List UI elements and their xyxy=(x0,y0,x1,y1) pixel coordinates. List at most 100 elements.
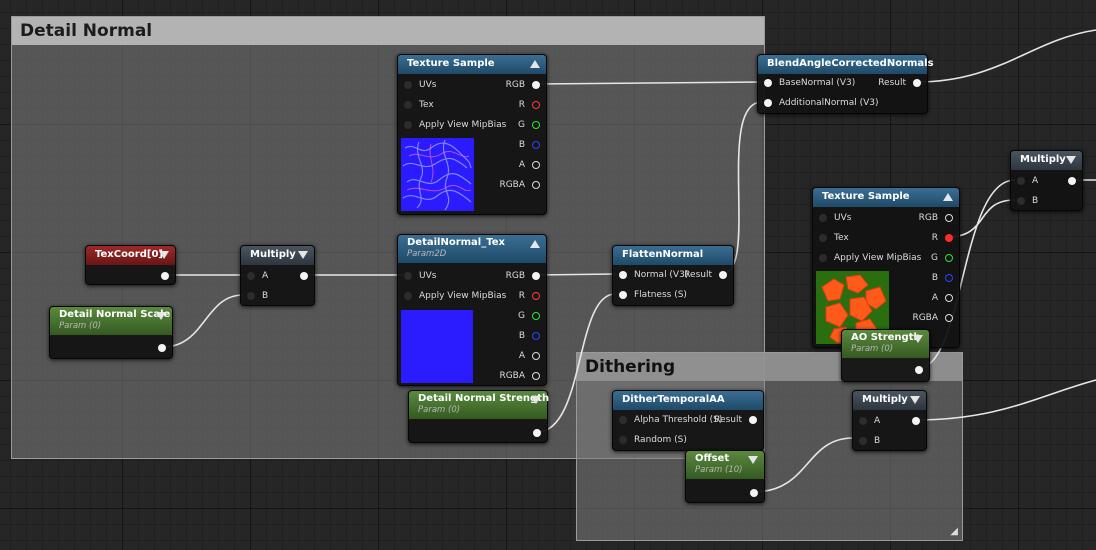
pin-icon[interactable] xyxy=(859,417,867,425)
output-pin-a[interactable]: A xyxy=(519,155,546,175)
pin-icon[interactable] xyxy=(247,292,255,300)
output-pin-b[interactable]: B xyxy=(519,326,546,346)
pin-icon[interactable] xyxy=(404,101,412,109)
multiply-node[interactable]: Multiply A B xyxy=(1010,150,1083,211)
pin-icon[interactable] xyxy=(1017,197,1025,205)
comment-detail-normal[interactable]: Detail Normal xyxy=(11,16,765,459)
pin-icon[interactable] xyxy=(764,79,772,87)
input-pin-uvs[interactable]: UVs xyxy=(398,75,436,95)
texture-sample-node[interactable]: Texture Sample UVs Tex Apply View MipBia… xyxy=(812,187,960,348)
output-pin-r[interactable]: R xyxy=(932,228,959,248)
triangle-down-icon[interactable] xyxy=(748,456,758,464)
triangle-down-icon[interactable] xyxy=(159,251,169,259)
output-pin[interactable] xyxy=(526,423,547,443)
input-pin-base-normal[interactable]: BaseNormal (V3) xyxy=(758,73,855,93)
pin-icon[interactable] xyxy=(913,79,921,87)
flatten-normal-node[interactable]: FlattenNormal Normal (V3) Flatness (S) R… xyxy=(612,245,734,306)
triangle-up-icon[interactable] xyxy=(530,60,540,68)
pin-icon[interactable] xyxy=(1017,177,1025,185)
pin-icon[interactable] xyxy=(532,161,540,169)
node-header[interactable]: Multiply xyxy=(853,391,926,410)
input-pin-alpha-threshold[interactable]: Alpha Threshold (S) xyxy=(613,410,722,430)
output-pin[interactable] xyxy=(905,411,926,431)
comment-title[interactable]: Detail Normal xyxy=(12,17,764,45)
pin-icon[interactable] xyxy=(532,272,540,280)
triangle-down-icon[interactable] xyxy=(298,251,308,259)
pin-icon[interactable] xyxy=(619,291,627,299)
multiply-node[interactable]: Multiply A B xyxy=(852,390,927,451)
triangle-down-icon[interactable] xyxy=(1066,156,1076,164)
node-header[interactable]: FlattenNormal xyxy=(613,246,733,265)
input-pin-tex[interactable]: Tex xyxy=(813,228,849,248)
pin-icon[interactable] xyxy=(532,332,540,340)
output-pin-rgba[interactable]: RGBA xyxy=(912,308,959,328)
output-pin-result[interactable]: Result xyxy=(878,73,927,93)
pin-icon[interactable] xyxy=(945,254,953,262)
output-pin-b[interactable]: B xyxy=(519,135,546,155)
output-pin-rgb[interactable]: RGB xyxy=(919,208,959,228)
pin-icon[interactable] xyxy=(300,272,308,280)
input-pin-mipbias[interactable]: Apply View MipBias xyxy=(813,248,921,268)
multiply-node[interactable]: Multiply A B xyxy=(240,245,315,306)
pin-icon[interactable] xyxy=(404,121,412,129)
pin-icon[interactable] xyxy=(750,489,758,497)
output-pin-a[interactable]: A xyxy=(932,288,959,308)
output-pin-g[interactable]: G xyxy=(518,115,546,135)
node-header[interactable]: Multiply xyxy=(1011,151,1082,170)
triangle-down-icon[interactable] xyxy=(913,335,923,343)
output-pin[interactable] xyxy=(154,266,175,286)
pin-icon[interactable] xyxy=(532,372,540,380)
pin-icon[interactable] xyxy=(532,101,540,109)
input-pin-mipbias[interactable]: Apply View MipBias xyxy=(398,286,506,306)
node-header[interactable]: AO Strength Param (0) xyxy=(842,330,929,358)
pin-icon[interactable] xyxy=(819,234,827,242)
pin-icon[interactable] xyxy=(819,214,827,222)
output-pin-r[interactable]: R xyxy=(519,286,546,306)
input-pin-a[interactable]: A xyxy=(1011,171,1038,191)
output-pin-rgba[interactable]: RGBA xyxy=(499,175,546,195)
input-pin-uvs[interactable]: UVs xyxy=(813,208,851,228)
pin-icon[interactable] xyxy=(764,99,772,107)
blend-angle-corrected-normals-node[interactable]: BlendAngleCorrectedNormals BaseNormal (V… xyxy=(757,54,934,114)
triangle-down-icon[interactable] xyxy=(531,396,541,404)
pin-icon[interactable] xyxy=(532,181,540,189)
pin-icon[interactable] xyxy=(404,81,412,89)
output-pin[interactable] xyxy=(151,338,172,358)
node-header[interactable]: Detail Normal Strength Param (0) xyxy=(409,391,549,419)
dither-temporal-aa-node[interactable]: DitherTemporalAA Alpha Threshold (S) Ran… xyxy=(612,390,764,451)
output-pin-g[interactable]: G xyxy=(518,306,546,326)
pin-icon[interactable] xyxy=(404,292,412,300)
pin-icon[interactable] xyxy=(619,416,627,424)
output-pin-rgba[interactable]: RGBA xyxy=(499,366,546,386)
pin-icon[interactable] xyxy=(719,271,727,279)
pin-icon[interactable] xyxy=(945,234,953,242)
output-pin[interactable] xyxy=(1061,171,1082,191)
node-header[interactable]: Texture Sample xyxy=(398,55,546,74)
pin-icon[interactable] xyxy=(158,344,166,352)
pin-icon[interactable] xyxy=(247,272,255,280)
pin-icon[interactable] xyxy=(749,416,757,424)
input-pin-flatness[interactable]: Flatness (S) xyxy=(613,285,687,305)
pin-icon[interactable] xyxy=(945,294,953,302)
pin-icon[interactable] xyxy=(532,141,540,149)
input-pin-additional-normal[interactable]: AdditionalNormal (V3) xyxy=(758,93,879,113)
texture-sample-node[interactable]: Texture Sample UVs Tex Apply View MipBia… xyxy=(397,54,547,215)
output-pin-r[interactable]: R xyxy=(519,95,546,115)
output-pin[interactable] xyxy=(743,483,764,503)
detail-normal-scale-param-node[interactable]: Detail Normal Scale Param (0) xyxy=(49,306,173,359)
node-header[interactable]: Texture Sample xyxy=(813,188,959,207)
node-header[interactable]: Multiply xyxy=(241,246,314,265)
node-header[interactable]: DitherTemporalAA xyxy=(613,391,763,410)
output-pin-a[interactable]: A xyxy=(519,346,546,366)
input-pin-b[interactable]: B xyxy=(241,286,268,306)
triangle-down-icon[interactable] xyxy=(910,396,920,404)
node-header[interactable]: Offset Param (10) xyxy=(686,451,764,479)
output-pin-rgb[interactable]: RGB xyxy=(506,75,546,95)
pin-icon[interactable] xyxy=(532,352,540,360)
input-pin-normal[interactable]: Normal (V3) xyxy=(613,265,688,285)
pin-icon[interactable] xyxy=(945,214,953,222)
pin-icon[interactable] xyxy=(533,429,541,437)
node-header[interactable]: TexCoord[0] xyxy=(86,246,175,265)
node-header[interactable]: BlendAngleCorrectedNormals xyxy=(758,55,934,74)
detail-normal-strength-param-node[interactable]: Detail Normal Strength Param (0) xyxy=(408,390,549,443)
